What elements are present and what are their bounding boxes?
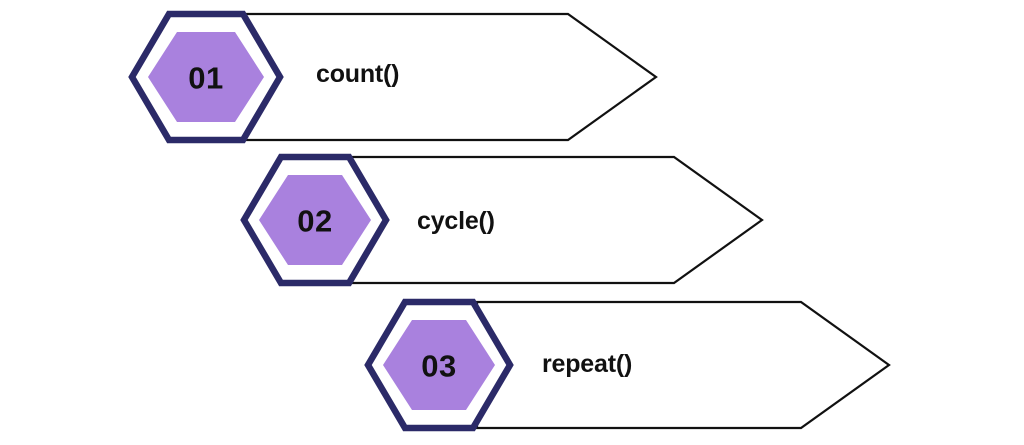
hexagon-inner-01: [148, 32, 264, 122]
step-number-03: 03: [421, 349, 456, 384]
banner-arrow-03[interactable]: [475, 300, 891, 430]
step-item-01[interactable]: 01 count(): [128, 10, 658, 144]
step-label-03: repeat(): [542, 350, 632, 378]
step-label-02: cycle(): [417, 207, 495, 235]
step-number-02: 02: [297, 204, 332, 239]
hexagon-inner-02: [259, 175, 371, 265]
step-label-01: count(): [316, 60, 399, 88]
hexagon-inner-03: [383, 320, 495, 410]
step-item-03[interactable]: 03 repeat(): [364, 298, 891, 432]
banner-arrow-01[interactable]: [243, 12, 658, 142]
step-item-02[interactable]: 02 cycle(): [240, 153, 764, 287]
step-number-01: 01: [188, 61, 223, 96]
banner-arrow-02[interactable]: [350, 155, 764, 285]
